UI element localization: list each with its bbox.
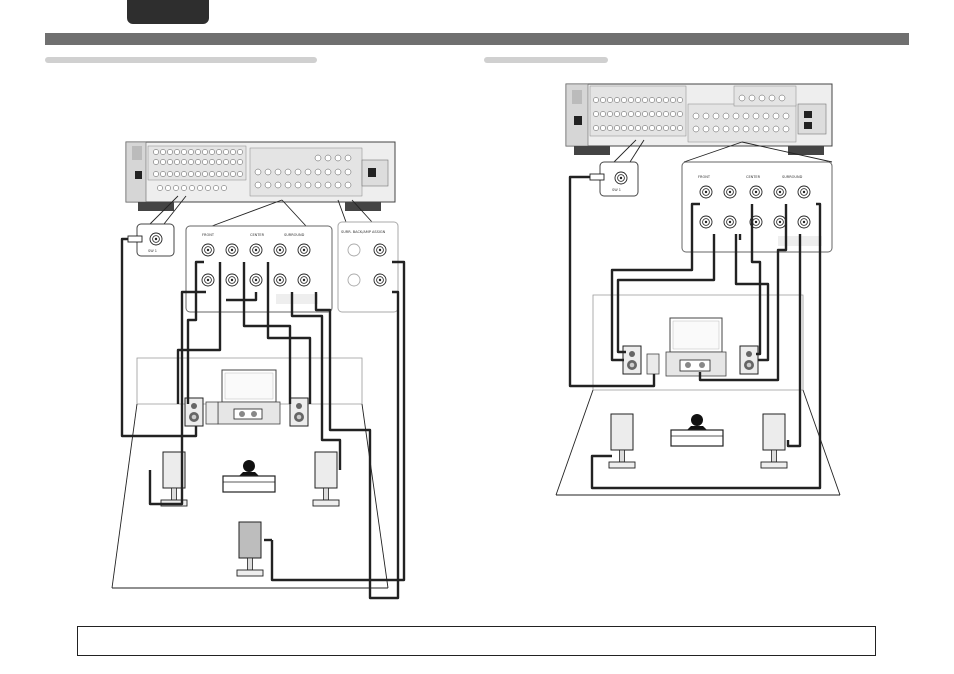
left-room [111,357,389,589]
svg-text:SURROUND: SURROUND [284,233,305,237]
right-speaker-wires [568,175,822,490]
right-room [555,294,841,496]
svg-text:SW 1: SW 1 [148,249,157,253]
section-heading-right [484,57,608,63]
left-speaker-terminals: FRONT CENTER SURROUND [185,225,333,313]
left-receiver-rear-panel [125,141,396,211]
left-panel-small-jacks [153,149,352,191]
left-speaker-wires [120,237,406,600]
svg-text:SURROUND: SURROUND [782,175,803,179]
right-subwoofer-jack-box: SW 1 [589,161,639,197]
header-bar [45,33,909,45]
left-back-amp-terminals: SURR. BACK/AMP ASSIGN [337,221,399,313]
note-box [77,626,876,656]
right-callout-lines [613,139,833,163]
svg-text:SW 1: SW 1 [612,188,621,192]
right-receiver-rear-panel [565,83,833,155]
left-callout-lines [149,195,373,227]
svg-text:SURR. BACK/AMP ASSIGN: SURR. BACK/AMP ASSIGN [341,230,386,234]
svg-text:FRONT: FRONT [202,233,215,237]
section-heading-left [45,57,317,63]
right-panel-small-jacks [593,94,790,133]
svg-text:FRONT: FRONT [698,175,711,179]
right-speaker-terminals: FRONT CENTER SURROUND [681,161,833,253]
svg-text:CENTER: CENTER [746,175,761,179]
left-subwoofer-jack-box: SW 1 [127,223,175,257]
svg-text:CENTER: CENTER [250,233,265,237]
language-tab [127,0,209,24]
